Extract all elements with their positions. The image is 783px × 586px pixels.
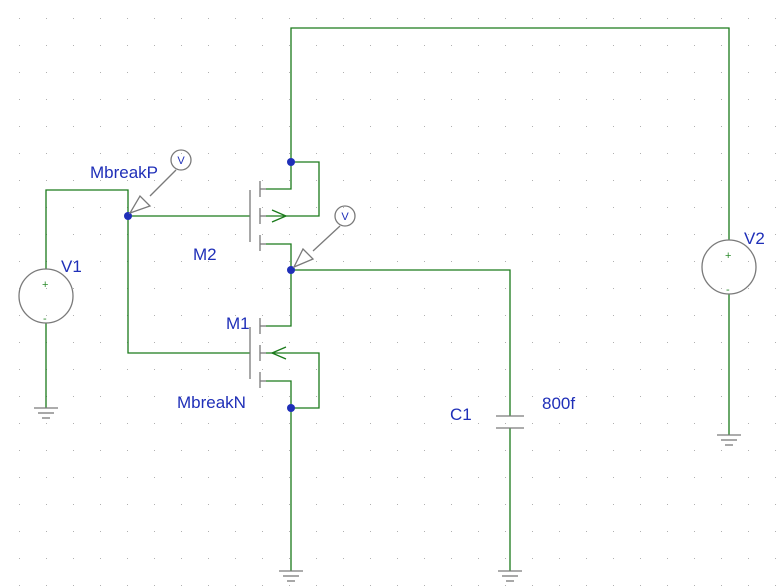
wire-m1-body[interactable] [266, 352, 320, 409]
m2-model: MbreakP [90, 163, 158, 182]
node-vdd[interactable] [287, 158, 295, 166]
source-v1[interactable]: + - V1 [18, 257, 82, 325]
junctions [124, 158, 295, 412]
ground-m1 [279, 570, 303, 582]
wire-output-c1[interactable] [291, 269, 511, 416]
voltage-probe-output[interactable]: V [292, 205, 356, 269]
v2-label: V2 [744, 229, 765, 248]
v1-body [18, 268, 74, 324]
probe-input-head [170, 149, 192, 171]
ground-v2 [717, 434, 741, 446]
ground-v1 [34, 407, 58, 419]
m2-label: M2 [193, 245, 217, 264]
voltage-probe-input[interactable]: V [128, 149, 192, 215]
wire-input-m1-gate[interactable] [127, 216, 250, 354]
m2-body-arrow [271, 209, 288, 223]
v1-label: V1 [61, 257, 82, 276]
node-input[interactable] [124, 212, 132, 220]
capacitor-c1[interactable]: C1 800f [450, 394, 575, 429]
source-v2[interactable]: + - V2 [701, 229, 765, 296]
transistor-m1[interactable]: M1 MbreakN [177, 314, 287, 412]
v2-minus-sign: - [726, 284, 730, 296]
probe-output-head [334, 205, 356, 227]
m1-body-arrow [270, 346, 287, 360]
m1-model: MbreakN [177, 393, 246, 412]
m1-label: M1 [226, 314, 250, 333]
v2-body [701, 239, 757, 295]
c1-value: 800f [542, 394, 575, 413]
v1-minus-sign: - [43, 313, 47, 325]
node-m1-source[interactable] [287, 404, 295, 412]
wire-vdd-rail[interactable] [290, 27, 730, 240]
grid-dots [19, 18, 776, 586]
wire-m1-drain[interactable] [266, 270, 292, 327]
c1-label: C1 [450, 405, 472, 424]
wire-m1-source[interactable] [266, 380, 292, 408]
transistor-m2[interactable]: M2 MbreakP [90, 163, 288, 264]
wire-m2-drain[interactable] [266, 243, 292, 270]
wires [45, 27, 730, 571]
probe-input-symbol: V [177, 155, 185, 167]
probe-output-symbol: V [341, 211, 349, 223]
wire-v1-input[interactable] [45, 189, 129, 269]
v2-plus-sign: + [725, 250, 731, 262]
v1-plus-sign: + [42, 279, 48, 291]
wire-m2-body[interactable] [266, 161, 320, 217]
ground-c1 [498, 570, 522, 582]
wire-m2-source[interactable] [266, 162, 292, 190]
